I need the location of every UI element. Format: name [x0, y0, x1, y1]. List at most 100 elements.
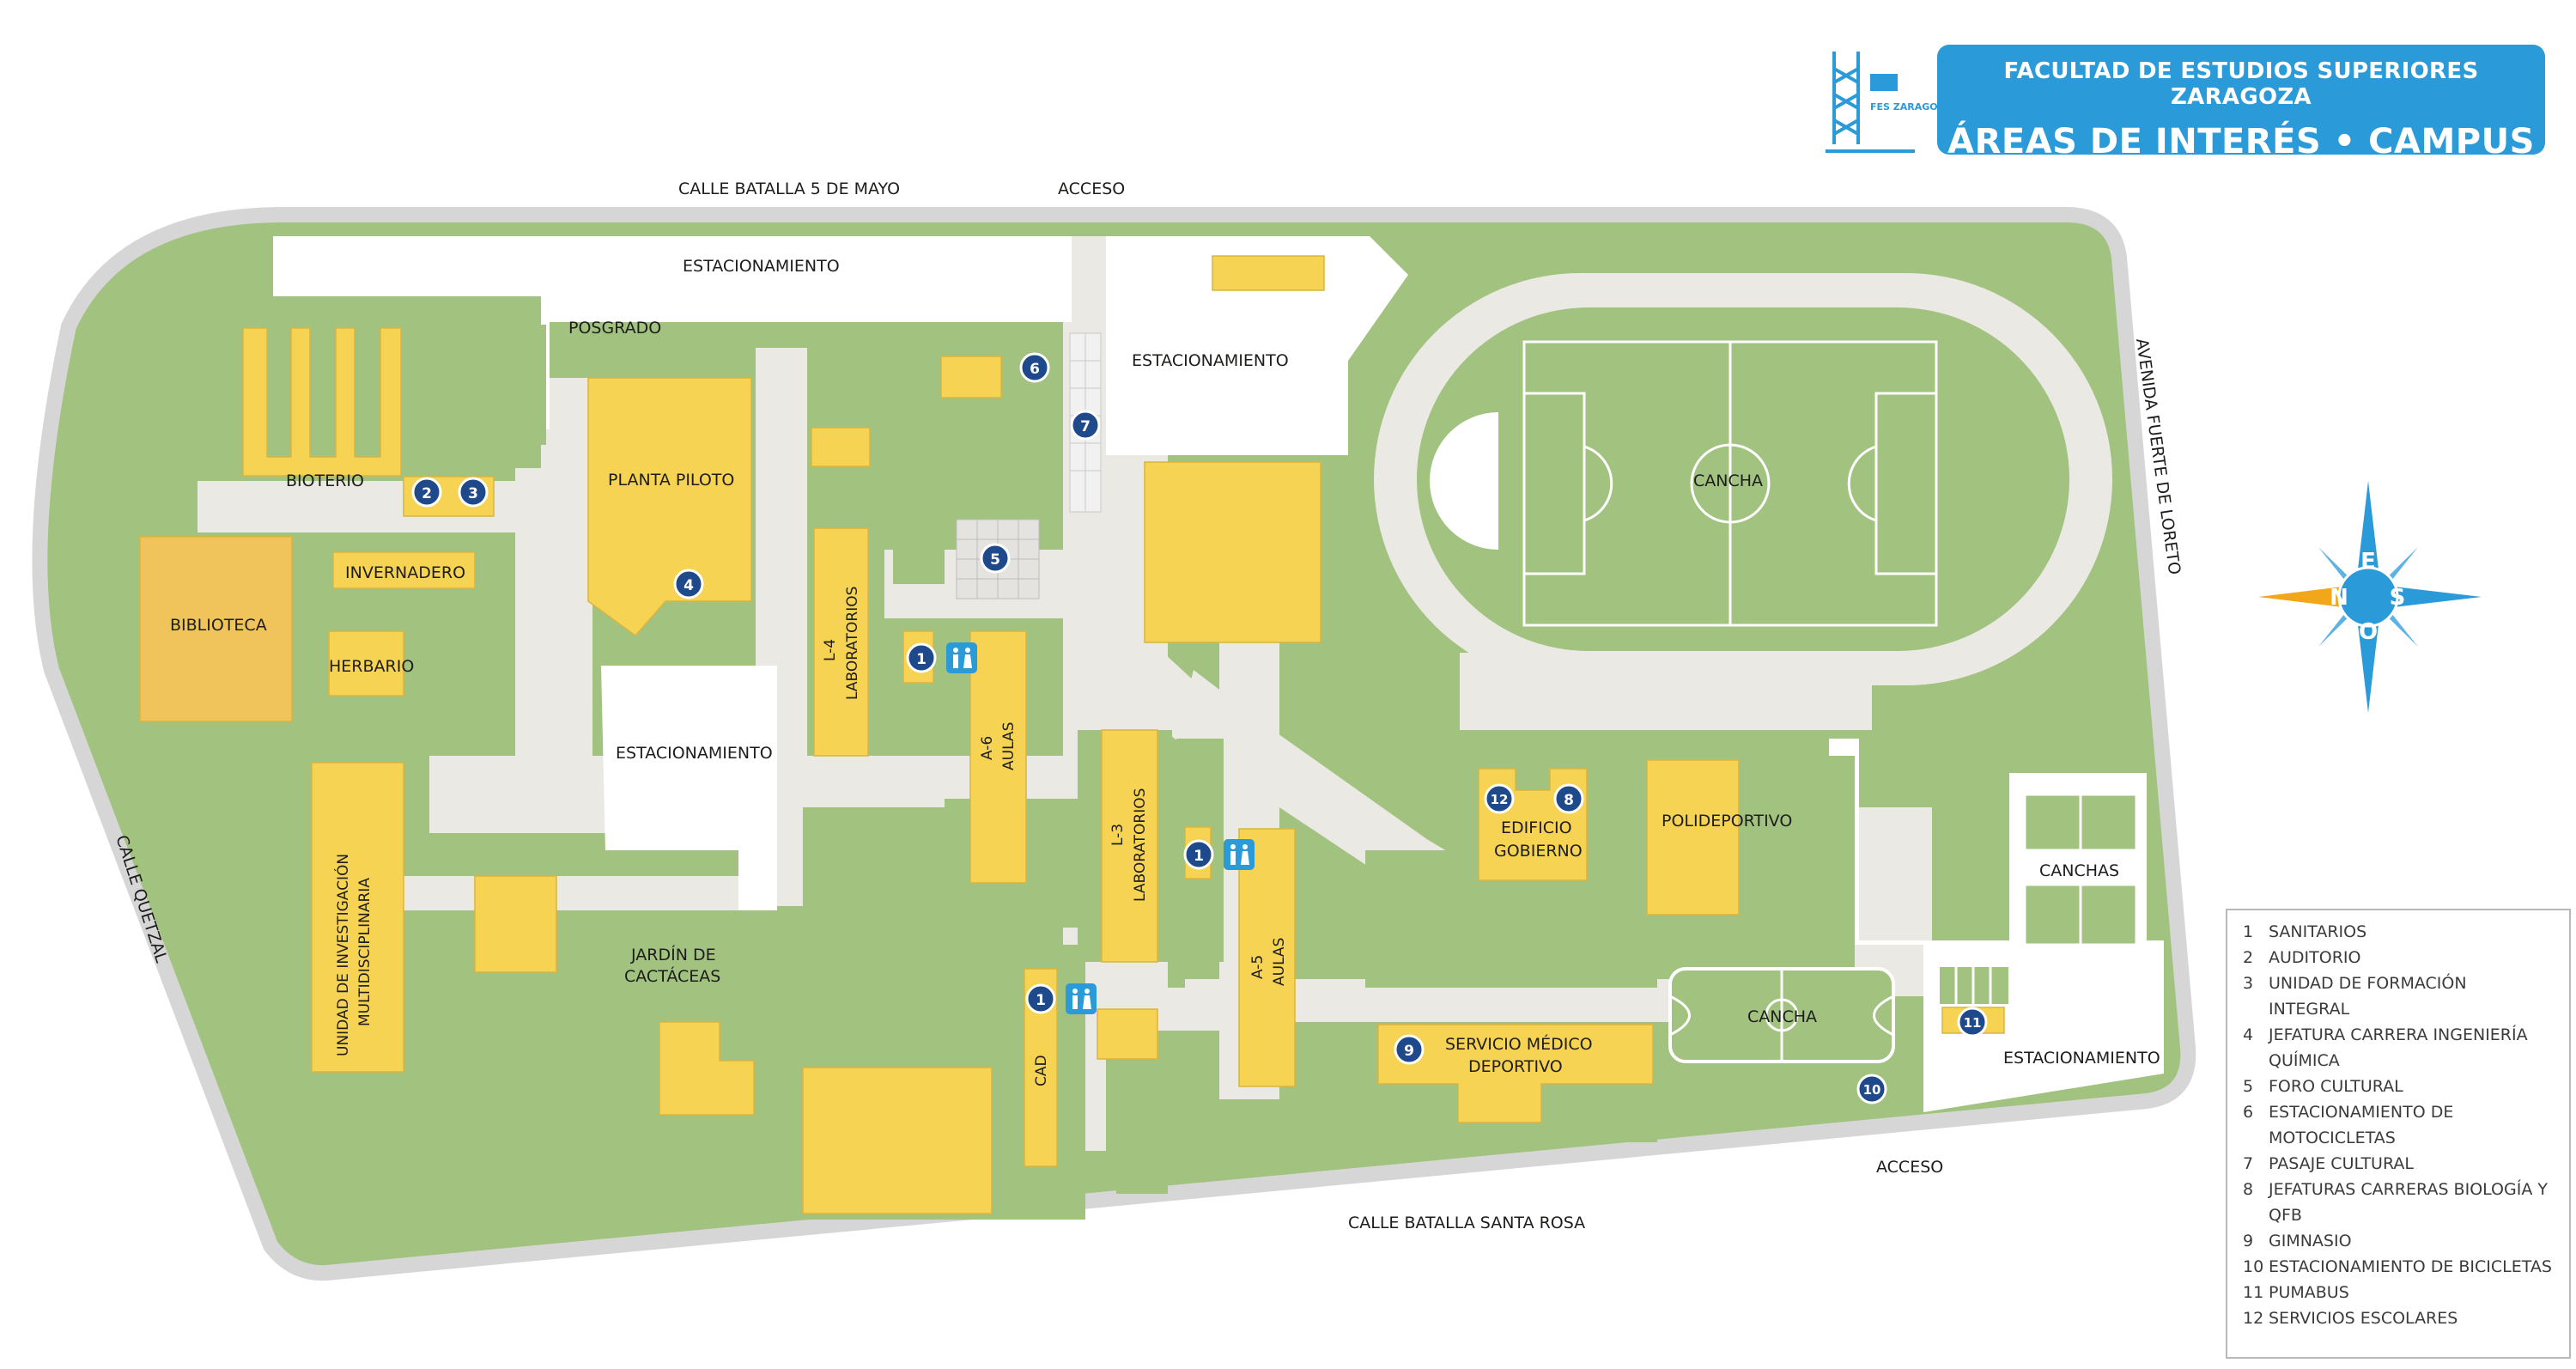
small-block-b	[811, 427, 871, 467]
legend-item: 5 FORO CULTURAL	[2243, 1074, 2552, 1099]
block-west-a	[474, 875, 557, 973]
polideportivo-building	[1646, 759, 1740, 916]
label-jardin-2: CACTÁCEAS	[624, 966, 720, 986]
legend-text: JEFATURAS CARRERAS BIOLOGÍA Y QFB	[2269, 1180, 2548, 1225]
marker-9[interactable]: 9	[1394, 1034, 1425, 1065]
bioterio-building	[242, 327, 402, 477]
marker-2[interactable]: 2	[411, 477, 442, 508]
south-building	[802, 1067, 993, 1214]
label-edificio-2: GOBIERNO	[1494, 842, 1583, 861]
street-north: CALLE BATALLA 5 DE MAYO	[678, 179, 900, 198]
svg-text:12: 12	[1491, 792, 1509, 807]
label-polideportivo: POLIDEPORTIVO	[1662, 812, 1792, 831]
label-servicio-2: DEPORTIVO	[1468, 1057, 1563, 1076]
svg-text:O: O	[2359, 619, 2378, 645]
marker-5[interactable]: 5	[980, 543, 1011, 574]
legend-text: FORO CULTURAL	[2269, 1077, 2403, 1096]
marker-12[interactable]: 12	[1484, 783, 1515, 814]
herbario-building	[328, 630, 404, 697]
legend-number: 2	[2243, 948, 2254, 967]
legend-number: 9	[2243, 1232, 2254, 1250]
label-cad: CAD	[1033, 1055, 1050, 1086]
label-jardin-1: JARDÍN DE	[630, 945, 716, 964]
svg-text:5: 5	[990, 551, 1000, 569]
label-cancha-small: CANCHA	[1747, 1007, 1817, 1026]
buildings	[139, 255, 2005, 1214]
label-estacionamiento-c: ESTACIONAMIENTO	[616, 744, 773, 763]
legend-item: 8 JEFATURAS CARRERAS BIOLOGÍA Y QFB	[2243, 1177, 2552, 1228]
restroom-icon[interactable]	[1066, 983, 1097, 1014]
legend-item: 9 GIMNASIO	[2243, 1228, 2552, 1254]
marker-4[interactable]: 4	[673, 569, 704, 599]
label-a6-1: A-6	[979, 736, 996, 760]
svg-text:6: 6	[1030, 361, 1040, 378]
header-title: FACULTAD DE ESTUDIOS SUPERIORES ZARAGOZA	[2003, 58, 2479, 110]
marker-10[interactable]: 10	[1856, 1074, 1887, 1104]
label-estacionamiento-ne: ESTACIONAMIENTO	[1132, 351, 1289, 370]
legend-text: SERVICIOS ESCOLARES	[2269, 1309, 2458, 1328]
cad-annex	[1097, 1008, 1158, 1060]
label-estacionamiento-n: ESTACIONAMIENTO	[683, 257, 840, 276]
marker-3[interactable]: 3	[458, 477, 489, 508]
legend-text: PUMABUS	[2269, 1283, 2349, 1302]
svg-text:1: 1	[1036, 992, 1046, 1009]
small-block-a	[940, 356, 1002, 399]
svg-text:10: 10	[1863, 1082, 1881, 1098]
marker-1-a[interactable]: 1	[906, 642, 937, 673]
street-south: CALLE BATALLA SANTA ROSA	[1348, 1214, 1585, 1232]
north-block	[1212, 255, 1325, 291]
label-posgrado: POSGRADO	[568, 319, 661, 338]
legend-text: ESTACIONAMIENTO DE BICICLETAS	[2269, 1257, 2552, 1276]
svg-text:9: 9	[1404, 1043, 1414, 1060]
svg-text:7: 7	[1080, 418, 1091, 435]
label-herbario: HERBARIO	[329, 657, 414, 676]
markers[interactable]: 2 3 4 5 6 7 1 1 1 12 8 9 10 11	[411, 352, 1988, 1104]
label-uim-1: UNIDAD DE INVESTIGACIÓN	[333, 854, 352, 1056]
biblioteca-building	[139, 536, 293, 722]
legend-text: GIMNASIO	[2269, 1232, 2352, 1250]
small-court	[1668, 967, 1895, 1063]
legend-number: 5	[2243, 1077, 2254, 1096]
label-a5-1: A-5	[1249, 955, 1267, 979]
access-north[interactable]: ACCESO	[1058, 179, 1125, 198]
legend-text: JEFATURA CARRERA INGENIERÍA QUÍMICA	[2269, 1025, 2528, 1070]
legend-number: 8	[2243, 1180, 2254, 1199]
restroom-icon[interactable]	[1224, 839, 1255, 870]
l4-building	[813, 527, 869, 757]
header-banner: FACULTAD DE ESTUDIOS SUPERIORES ZARAGOZA…	[1937, 45, 2545, 201]
marker-11[interactable]: 11	[1957, 1007, 1988, 1037]
legend-text: ESTACIONAMIENTO DE MOTOCICLETAS	[2269, 1103, 2454, 1147]
svg-text:N: N	[2330, 585, 2348, 611]
legend-number: 1	[2243, 922, 2254, 941]
label-l4-2: LABORATORIOS	[844, 587, 861, 700]
planta-piloto-building	[587, 377, 752, 637]
invernadero-building	[332, 551, 476, 589]
svg-text:E: E	[2360, 549, 2376, 575]
legend-number: 12	[2243, 1309, 2264, 1328]
label-a5-2: AULAS	[1271, 938, 1288, 986]
marker-1-b[interactable]: 1	[1183, 839, 1214, 870]
access-south[interactable]: ACCESO	[1876, 1158, 1943, 1177]
svg-text:3: 3	[468, 485, 478, 502]
svg-text:4: 4	[683, 577, 694, 594]
bike-parking	[1938, 965, 2010, 1006]
svg-text:1: 1	[1194, 848, 1204, 865]
legend-item: 2 AUDITORIO	[2243, 945, 2552, 970]
svg-text:8: 8	[1564, 792, 1574, 809]
legend-text: AUDITORIO	[2269, 948, 2361, 967]
marker-8[interactable]: 8	[1553, 783, 1584, 814]
marker-1-c[interactable]: 1	[1025, 983, 1056, 1014]
restroom-icon[interactable]	[946, 642, 977, 673]
marker-6[interactable]: 6	[1019, 352, 1050, 383]
track-d-area	[1430, 412, 1498, 550]
svg-text:2: 2	[422, 485, 432, 502]
label-invernadero: INVERNADERO	[345, 563, 465, 582]
label-servicio-1: SERVICIO MÉDICO	[1445, 1034, 1593, 1054]
marker-7[interactable]: 7	[1070, 410, 1101, 441]
legend-number: 6	[2243, 1103, 2254, 1122]
a6-building	[969, 630, 1027, 884]
